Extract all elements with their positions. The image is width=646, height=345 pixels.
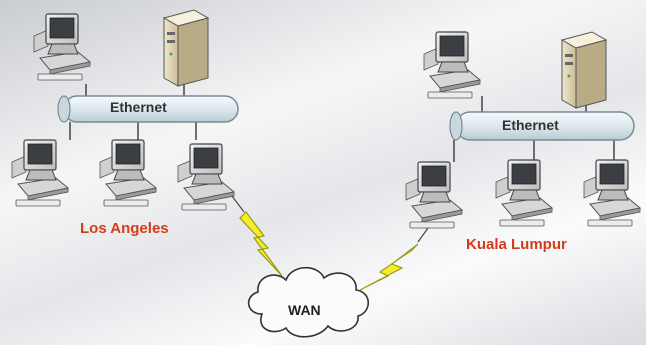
right-workstation-3 [583, 159, 641, 227]
left-ethernet-label: Ethernet [110, 99, 167, 115]
left-drop-lines [69, 84, 197, 140]
left-wan-link-bolt [239, 211, 283, 277]
right-ethernet-bus [449, 111, 635, 141]
left-site [11, 9, 245, 213]
left-workstation-3 [177, 143, 235, 211]
right-site-label: Kuala Lumpur [466, 236, 567, 253]
left-workstation-1 [11, 139, 69, 207]
right-server-icon [561, 31, 607, 109]
right-ethernet-label: Ethernet [502, 117, 559, 133]
right-workstation-2 [495, 159, 553, 227]
right-wan-link-bolt [359, 243, 419, 291]
right-workstation-1 [405, 161, 463, 229]
left-ethernet-bus [57, 95, 239, 123]
left-workstation-2 [99, 139, 157, 207]
left-workstation-top [33, 13, 91, 81]
wan-cloud-icon [247, 266, 370, 338]
left-server-icon [163, 9, 209, 87]
wan-label: WAN [288, 302, 321, 318]
left-site-label: Los Angeles [80, 220, 169, 237]
right-site [405, 31, 641, 243]
right-workstation-top [423, 31, 481, 99]
